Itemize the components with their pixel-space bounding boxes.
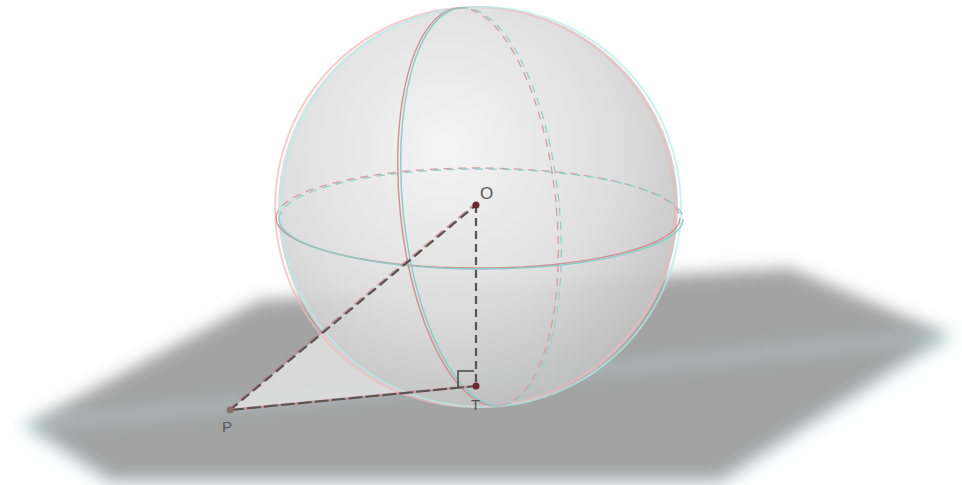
point-p [227,407,234,414]
meridian-front [380,8,499,414]
point-label: T [471,397,480,412]
equator-front [276,218,680,268]
equator-back-cyan [279,169,683,219]
sphere-red-rim [275,7,675,407]
meridian-front-cyan [383,8,502,414]
point-label: P [222,419,232,434]
point-o [473,202,480,209]
segment-op [230,205,476,410]
meridian-back-cyan [460,0,579,406]
equator-front-cyan [279,219,683,269]
segment-ot [475,205,477,386]
segment-pt [230,386,476,410]
sphere-cyan-rim [281,7,681,407]
right-angle-mark [458,371,474,387]
point-label: O [480,185,493,202]
point-t [473,383,480,390]
segment-op-red [228,205,474,410]
equator-back [276,168,680,218]
meridian-back [457,0,576,406]
